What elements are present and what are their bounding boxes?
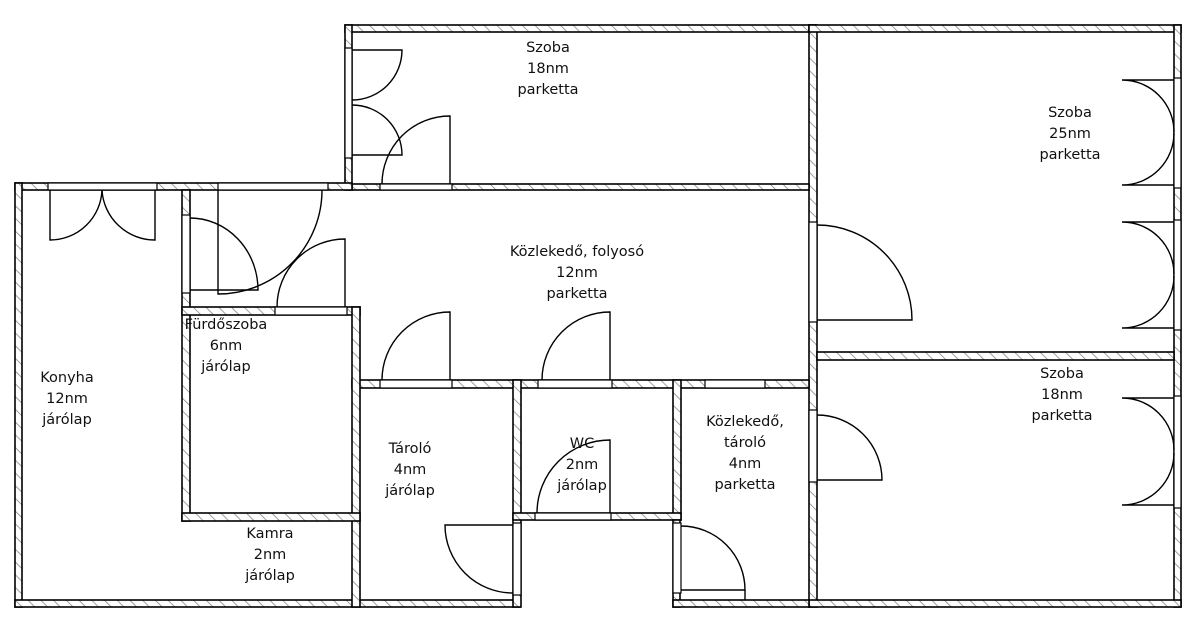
room-name: WC [569, 436, 595, 452]
room-floor: parketta [1031, 408, 1093, 424]
room-area: 12nm [556, 265, 598, 281]
room-label-szoba-18-right: Szoba 18nm parketta [1031, 364, 1092, 427]
room-floor: járólap [42, 412, 92, 428]
room-floor: parketta [714, 477, 776, 493]
openings [47, 47, 1182, 596]
room-name: Közlekedő, folyosó [509, 244, 645, 260]
room-area: 4nm [728, 456, 762, 472]
room-label-kozlekedo-folyoso: Közlekedő, folyosó 12nm parketta [510, 242, 644, 305]
room-name: Kamra [246, 526, 294, 542]
room-label-konyha: Konyha 12nm járólap [40, 368, 94, 431]
room-floor: parketta [517, 82, 579, 98]
door-swings [49, 49, 1175, 600]
room-label-szoba-18-top: Szoba 18nm parketta [517, 38, 578, 101]
room-area: 2nm [253, 547, 287, 563]
room-area: 25nm [1049, 126, 1091, 142]
room-name: Szoba [1048, 105, 1092, 121]
room-name: Közlekedő, [706, 414, 784, 430]
room-label-wc: WC 2nm járólap [557, 434, 607, 497]
room-name: Szoba [526, 40, 570, 56]
room-label-tarolo: Tároló 4nm járólap [385, 439, 435, 502]
room-floor: járólap [557, 478, 607, 494]
room-floor: parketta [546, 286, 608, 302]
room-label-szoba-25: Szoba 25nm parketta [1039, 103, 1100, 166]
room-label-furdoszoba: Fürdőszoba 6nm járólap [185, 315, 268, 378]
room-area: 18nm [527, 61, 569, 77]
room-name: Fürdőszoba [184, 317, 268, 333]
room-floor: járólap [201, 359, 251, 375]
room-name: Tároló [388, 441, 432, 457]
room-area: 18nm [1041, 387, 1083, 403]
room-floor: járólap [385, 483, 435, 499]
room-name: Szoba [1040, 366, 1084, 382]
room-area: 2nm [565, 457, 599, 473]
room-name: Konyha [40, 370, 94, 386]
room-area: 12nm [46, 391, 88, 407]
room-label-kozlekedo-tarolo: Közlekedő, tároló 4nm parketta [706, 412, 784, 496]
room-floor: parketta [1039, 147, 1101, 163]
room-name-2: tároló [724, 435, 766, 451]
room-area: 4nm [393, 462, 427, 478]
room-label-kamra: Kamra 2nm járólap [245, 524, 295, 587]
room-floor: járólap [245, 568, 295, 584]
room-area: 6nm [209, 338, 243, 354]
